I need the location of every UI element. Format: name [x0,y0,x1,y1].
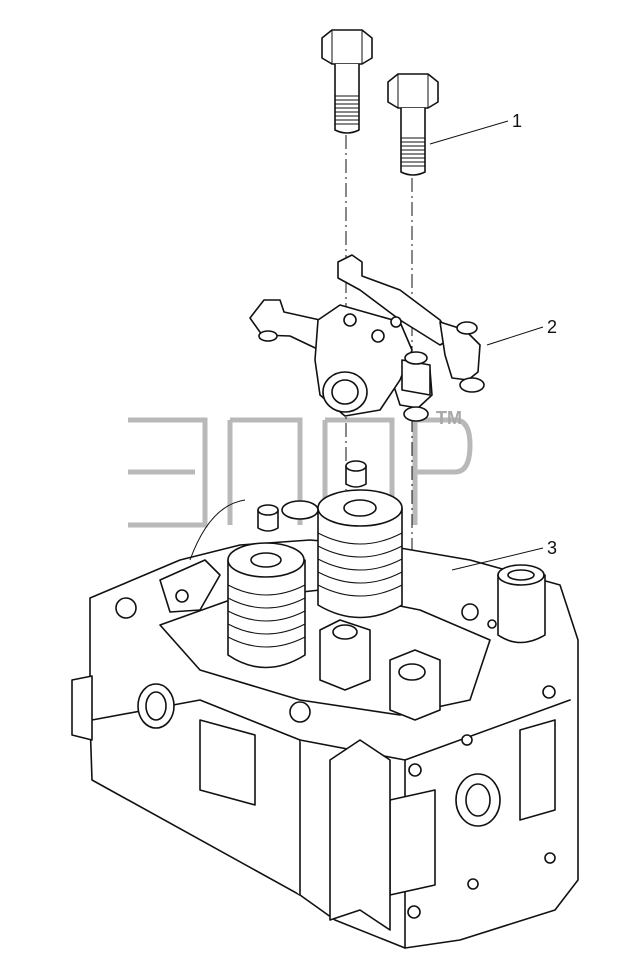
trademark-text: TM [436,408,462,428]
bolt-left [321,29,373,134]
watermark-logo: TM [128,408,473,528]
bolt-right [387,73,439,176]
valve-spring-left [227,504,306,669]
callout-label-3: 3 [547,538,557,558]
cylinder-head [71,460,579,949]
callout-3: 3 [451,538,557,571]
callout-label-1: 1 [512,111,522,131]
callout-2: 2 [486,317,557,346]
callout-1: 1 [429,111,522,145]
valve-spring-right [317,460,403,619]
rocker-arm-assembly [249,254,485,422]
callout-label-2: 2 [547,317,557,337]
